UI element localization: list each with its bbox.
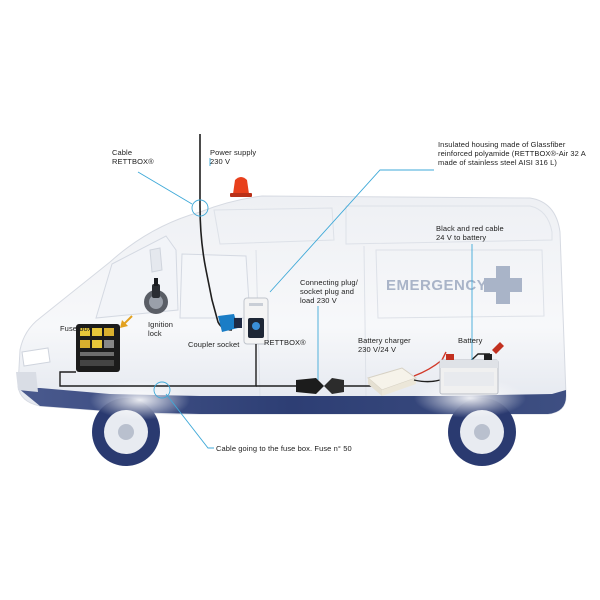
callout-cable [137, 171, 193, 205]
van: EMERGENCY [16, 173, 567, 466]
connecting-plug-icon [296, 378, 344, 394]
main-cable [59, 344, 257, 387]
label-coupler-socket: Coupler socket [188, 340, 240, 349]
battery-charger-icon [366, 367, 418, 396]
label-ignition-lock: Ignition lock [148, 320, 173, 338]
label-insulated-housing: Insulated housing made of Glassfiber rei… [438, 140, 586, 167]
rettbox-device-icon [243, 297, 269, 345]
side-mirror [149, 247, 163, 273]
fuse-box-icon [76, 324, 120, 372]
label-black-red-cable: Black and red cable 24 V to battery [436, 224, 504, 242]
beacon-light-icon [230, 173, 252, 197]
callout-cable-circle [191, 199, 209, 217]
roof-panel [213, 207, 335, 245]
label-fuse-box: Fuse box [60, 324, 92, 333]
label-cable-rettbox: Cable RETTBOX® [112, 148, 154, 166]
arrow-icon [120, 315, 133, 328]
callouts [137, 158, 473, 449]
wheel-glow [90, 380, 190, 420]
red-cable-2 [441, 351, 447, 361]
roof-panel-rear [345, 205, 553, 245]
emergency-text: EMERGENCY [386, 277, 487, 294]
headlight [21, 347, 51, 367]
door-line-2 [363, 245, 367, 397]
ignition-lock-icon [144, 278, 168, 314]
label-power-supply: Power supply 230 V [210, 148, 257, 166]
callout-fuse-cable-circle [153, 381, 171, 399]
battery-clamp-icon [492, 342, 504, 354]
label-cable-fuse-box: Cable going to the fuse box. Fuse n° 50 [216, 444, 352, 453]
rear-window [375, 249, 545, 319]
callout-fuse-cable [165, 393, 214, 449]
label-connecting-plug: Connecting plug/ socket plug and load 23… [300, 278, 358, 305]
medical-cross-icon [484, 266, 522, 304]
label-battery-charger: Battery charger 230 V/24 V [358, 336, 411, 354]
van-bumper [16, 372, 38, 392]
coupler-socket-icon [218, 314, 242, 332]
label-battery: Battery [458, 336, 483, 345]
callout-housing [269, 169, 434, 293]
label-rettbox: RETTBOX® [264, 338, 306, 347]
battery-icon [439, 354, 499, 395]
